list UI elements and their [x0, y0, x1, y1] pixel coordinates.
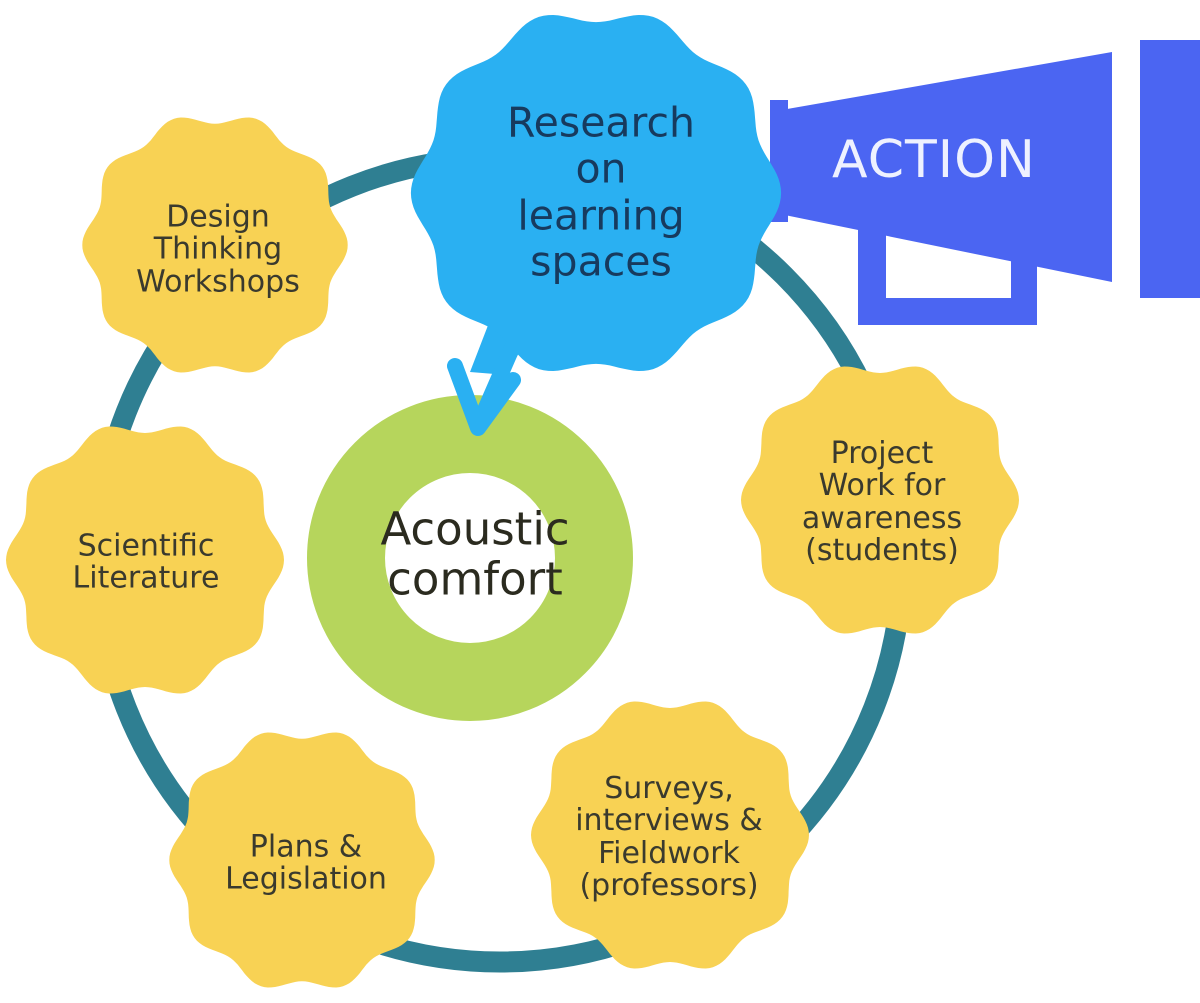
node-design-shape [82, 117, 348, 373]
node-scientific-shape [6, 426, 284, 694]
center-line-2: comfort [387, 553, 563, 606]
megaphone-cone [770, 52, 1112, 282]
node-plans-shape [169, 732, 435, 988]
node-plans-line-1: Plans & [249, 829, 363, 865]
megaphone-bell [1140, 40, 1200, 298]
node-scientific-line-1: Scientific [77, 528, 215, 564]
node-project-line-2: Work for [818, 468, 946, 504]
center-line-1: Acoustic [380, 502, 570, 556]
node-design-line-1: Design [166, 199, 270, 235]
node-design-line-2: Thinking [153, 231, 283, 267]
node-project-line-1: Project [830, 436, 934, 472]
research-line-1: Research [506, 98, 696, 147]
node-surveys-line-3: Fieldwork [598, 836, 740, 871]
research-line-2: on [575, 144, 627, 193]
node-project-label: Project Work for awareness (students) [801, 436, 963, 569]
research-label: Research on learning spaces [506, 98, 696, 286]
node-project-line-4: (students) [805, 533, 959, 569]
megaphone-handle [858, 225, 1037, 325]
node-surveys-line-1: Surveys, [604, 771, 734, 807]
center-donut [307, 395, 633, 721]
node-design-line-3: Workshops [136, 264, 300, 300]
megaphone-icon [770, 40, 1200, 325]
node-surveys-shape [531, 701, 809, 969]
arrow-head [447, 358, 521, 436]
arrow-icon [447, 340, 521, 436]
node-plans-label: Plans & Legislation [225, 829, 387, 897]
node-surveys-line-4: (professors) [579, 868, 759, 904]
research-line-3: learning [517, 191, 685, 239]
node-scientific-label: Scientific Literature [72, 528, 220, 596]
research-line-4: spaces [530, 237, 672, 286]
center-label: Acoustic comfort [380, 502, 570, 606]
node-plans-line-2: Legislation [225, 862, 387, 897]
node-design-label: Design Thinking Workshops [136, 199, 300, 300]
node-scientific-line-2: Literature [72, 561, 220, 596]
node-project-shape [741, 366, 1019, 634]
node-project-line-3: awareness [801, 501, 963, 536]
node-surveys-line-2: interviews & [575, 803, 763, 839]
research-bubble [410, 15, 782, 371]
action-label: ACTION [832, 130, 1036, 190]
node-surveys-label: Surveys, interviews & Fieldwork (profess… [575, 771, 763, 904]
